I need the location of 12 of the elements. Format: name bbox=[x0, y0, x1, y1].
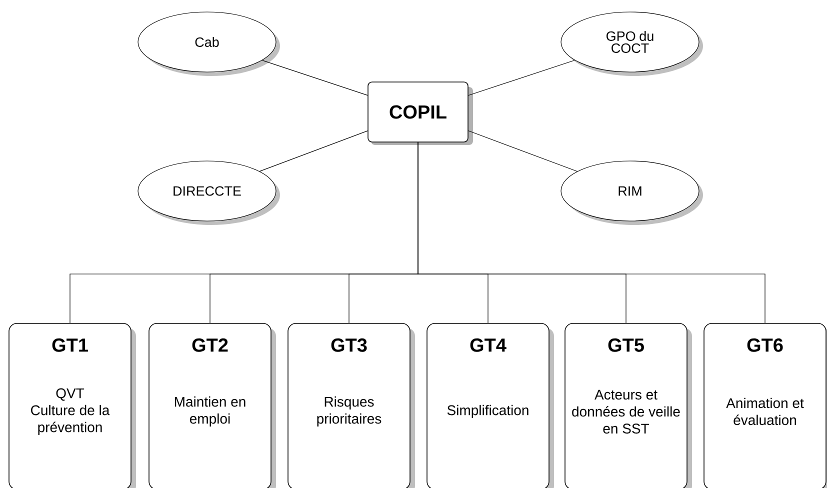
working-group-card: GT4 Simplification bbox=[426, 323, 554, 488]
connector-line bbox=[259, 130, 368, 172]
connector-line bbox=[418, 142, 766, 324]
working-group-card: GT2 Maintien en emploi bbox=[148, 323, 276, 488]
working-group-card: GT6 Animation et évaluation bbox=[704, 323, 827, 488]
connector-line bbox=[468, 60, 575, 96]
connector-line bbox=[468, 130, 578, 172]
steering-box: COPIL bbox=[368, 82, 473, 145]
connector-line bbox=[262, 60, 368, 96]
working-group-card: GT3 Risques prioritaires bbox=[288, 323, 415, 488]
working-group-card: GT5 Acteurs et données de veille en SST bbox=[564, 323, 692, 488]
working-group-card: GT1 QVT Culture de la prévention bbox=[8, 323, 136, 488]
